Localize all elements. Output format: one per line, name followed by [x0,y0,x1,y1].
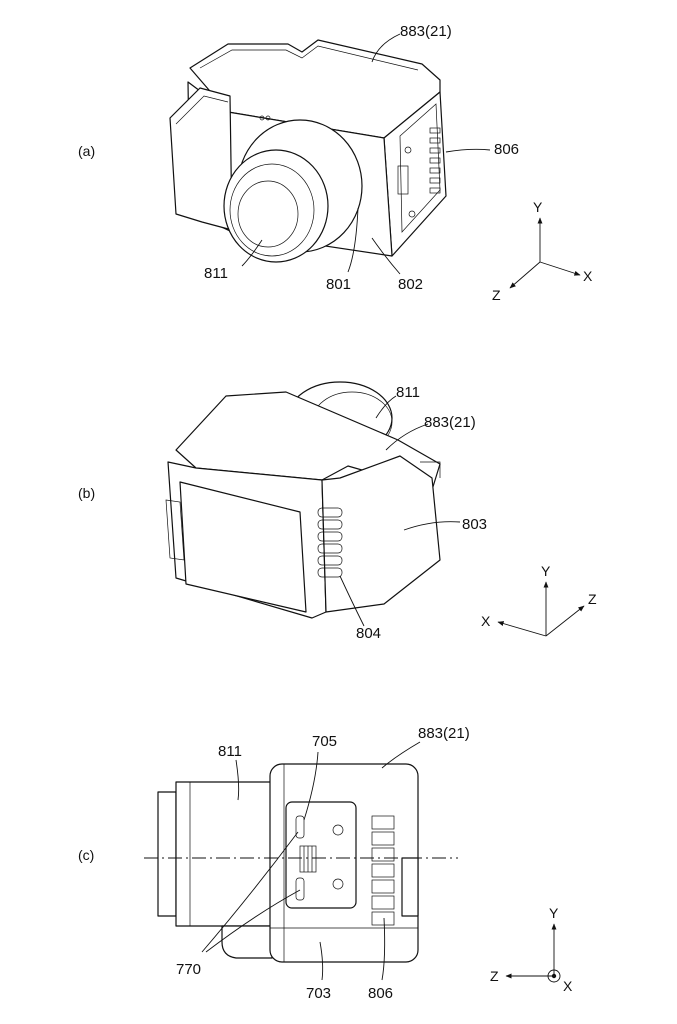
coordinate-axes-c: Y Z X [490,905,573,994]
part-label-802: 802 [398,276,423,293]
lens-811-a [223,119,363,263]
axis-label-x-b: X [481,613,491,629]
part-label-804: 804 [356,625,381,642]
camera-front-view [169,39,447,263]
part-label-806: 806 [494,141,519,158]
buttons-804 [317,507,343,578]
part-label-703: 703 [306,985,331,1002]
part-label-811: 811 [204,265,228,282]
axis-label-x-c: X [563,978,573,994]
coordinate-axes-a: Y X Z [492,199,593,303]
part-label-883-21-c: 883(21) [418,725,470,742]
part-label-770: 770 [176,961,201,978]
camera-rear-view [165,381,441,619]
axis-label-z-c: Z [490,968,499,984]
part-label-883-21-b: 883(21) [424,414,476,431]
axis-label-x: X [583,268,593,284]
panel-b: (b) [78,381,597,642]
part-label-803: 803 [462,516,487,533]
axis-label-y-c: Y [549,905,559,921]
panel-a: (a) [78,23,593,303]
panel-label-a: (a) [78,143,95,159]
part-label-801: 801 [326,276,351,293]
part-label-811-c: 811 [218,743,242,760]
axis-label-y: Y [533,199,543,215]
part-label-806-c: 806 [368,985,393,1002]
vent-slots [429,127,441,194]
panel-label-c: (c) [78,847,94,863]
part-label-705: 705 [312,733,337,750]
axis-label-y-b: Y [541,563,551,579]
axis-label-z-b: Z [588,591,597,607]
vent-slots-806 [371,815,395,926]
axis-label-z: Z [492,287,501,303]
camera-side-view [144,763,458,963]
panel-c: (c) [78,725,573,1002]
panel-label-b: (b) [78,485,95,501]
part-label-883-21: 883(21) [400,23,452,40]
coordinate-axes-b: Y Z X [481,563,597,637]
connector-panel-705 [285,801,357,909]
part-label-811-b: 811 [396,384,420,401]
